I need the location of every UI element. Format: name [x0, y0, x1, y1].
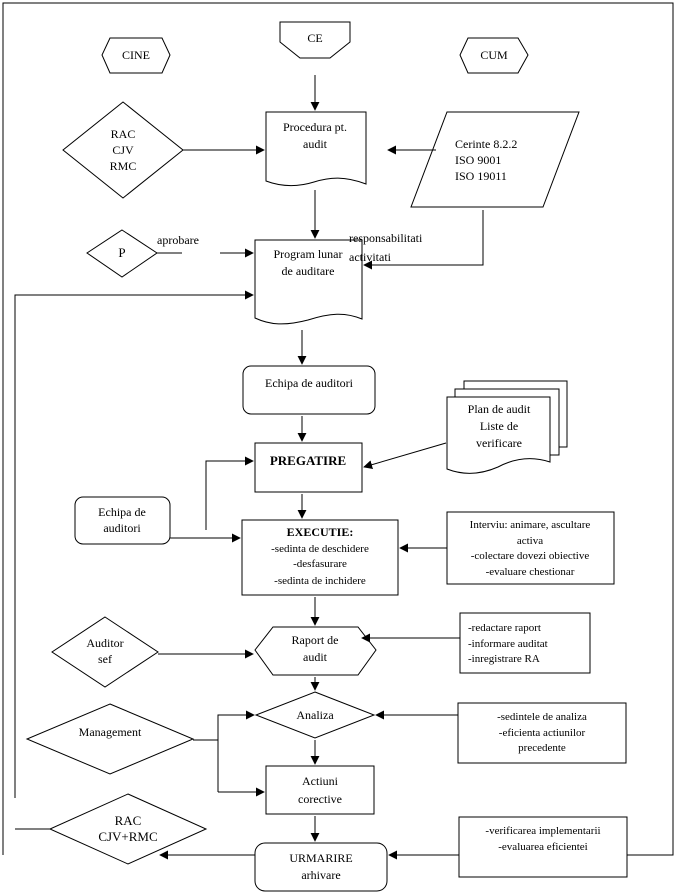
team-box — [242, 365, 376, 415]
requirements-parallelogram — [410, 111, 580, 208]
analysis-note-line: precedente — [518, 742, 566, 754]
corrective-line: Actiuni — [302, 774, 339, 788]
what-label: CE — [307, 31, 322, 45]
execution-line: -desfasurare — [293, 558, 347, 570]
execution-box — [241, 519, 399, 596]
how-hexagon — [459, 37, 529, 74]
followup-actor-line: CJV+RMC — [98, 829, 157, 844]
loop-followup-program — [14, 290, 254, 798]
who-label: CINE — [122, 48, 150, 62]
arrow-side-team-prep — [205, 456, 254, 530]
team-label: Echipa de auditori — [265, 376, 354, 390]
team-side-box — [74, 496, 171, 545]
report-actor-line: Auditor — [86, 636, 123, 650]
approver-label: P — [118, 245, 125, 260]
prep-label: PREGATIRE — [270, 453, 346, 468]
report-actor-line: sef — [98, 652, 112, 666]
report-notes-box — [459, 612, 591, 674]
report-shape — [254, 626, 377, 676]
report-note-line: -inregistrare RA — [468, 653, 540, 665]
arrow-plan-prep — [363, 442, 447, 470]
prep-box — [254, 442, 363, 493]
execution-notes-box — [446, 511, 615, 585]
procedure-doc-line: audit — [303, 137, 328, 151]
procedure-actor-line: RMC — [110, 159, 137, 173]
followup-note-line: -verificarea implementarii — [485, 825, 600, 837]
responsibility-line: activitati — [349, 250, 392, 264]
execution-line: -sedinta de inchidere — [274, 575, 366, 587]
plan-doc-line: verificare — [476, 436, 522, 450]
procedure-actor-line: CJV — [112, 143, 134, 157]
procedure-actor-line: RAC — [111, 127, 136, 141]
management-label: Management — [79, 725, 142, 739]
execution-note-line: Interviu: animare, ascultare — [470, 519, 591, 531]
execution-title: EXECUTIE: — [287, 525, 354, 539]
analysis-diamond — [254, 691, 376, 739]
approval-label: aprobare — [157, 233, 199, 247]
program-doc-line: de auditare — [282, 264, 335, 278]
followup-box — [254, 842, 388, 892]
how-label: CUM — [480, 48, 508, 62]
plan-doc-line: Plan de audit — [468, 402, 531, 416]
arrow-management-analysis — [217, 710, 255, 792]
execution-note-line: -colectare dovezi obiective — [471, 550, 590, 562]
report-note-line: -informare auditat — [468, 638, 548, 650]
corrective-line: corective — [298, 792, 342, 806]
report-line: audit — [303, 650, 328, 664]
approver-diamond — [86, 229, 158, 278]
management-diamond — [25, 703, 195, 775]
report-note-line: -redactare raport — [468, 622, 541, 634]
what-hexagon — [279, 21, 351, 59]
procedure-document — [265, 111, 367, 187]
followup-line: arhivare — [301, 868, 340, 882]
plan-document-front — [446, 396, 551, 474]
execution-note-line: activa — [517, 535, 543, 547]
report-line: Raport de — [292, 633, 339, 647]
side-team-line: Echipa de — [98, 505, 146, 519]
analysis-notes-box — [457, 702, 627, 764]
followup-note-line: -evaluarea eficientei — [498, 841, 587, 853]
requirement-line: ISO 19011 — [455, 169, 507, 183]
requirement-line: Cerinte 8.2.2 — [455, 137, 517, 151]
execution-line: -sedinta de deschidere — [271, 543, 369, 555]
analysis-label: Analiza — [296, 708, 334, 722]
requirement-line: ISO 9001 — [455, 153, 501, 167]
procedure-doc-line: Procedura pt. — [283, 120, 347, 134]
program-document — [254, 239, 363, 325]
report-actor-diamond — [51, 616, 159, 688]
followup-notes-box — [458, 816, 628, 878]
analysis-note-line: -eficienta actiunilor — [499, 727, 586, 739]
followup-line: URMARIRE — [289, 851, 352, 865]
execution-note-line: -evaluare chestionar — [486, 566, 575, 578]
followup-actor-diamond — [48, 793, 208, 865]
followup-actor-line: RAC — [115, 813, 142, 828]
procedure-actors-diamond — [62, 101, 184, 199]
who-hexagon — [101, 37, 171, 74]
analysis-note-line: -sedintele de analiza — [497, 711, 587, 723]
outer-frame — [2, 2, 674, 856]
program-doc-line: Program lunar — [274, 247, 343, 261]
arrow-requirements-program — [363, 210, 484, 270]
corrective-box — [265, 765, 375, 815]
plan-doc-line: Liste de — [480, 419, 518, 433]
side-team-line: auditori — [103, 521, 141, 535]
responsibility-line: responsabilitati — [349, 231, 423, 245]
